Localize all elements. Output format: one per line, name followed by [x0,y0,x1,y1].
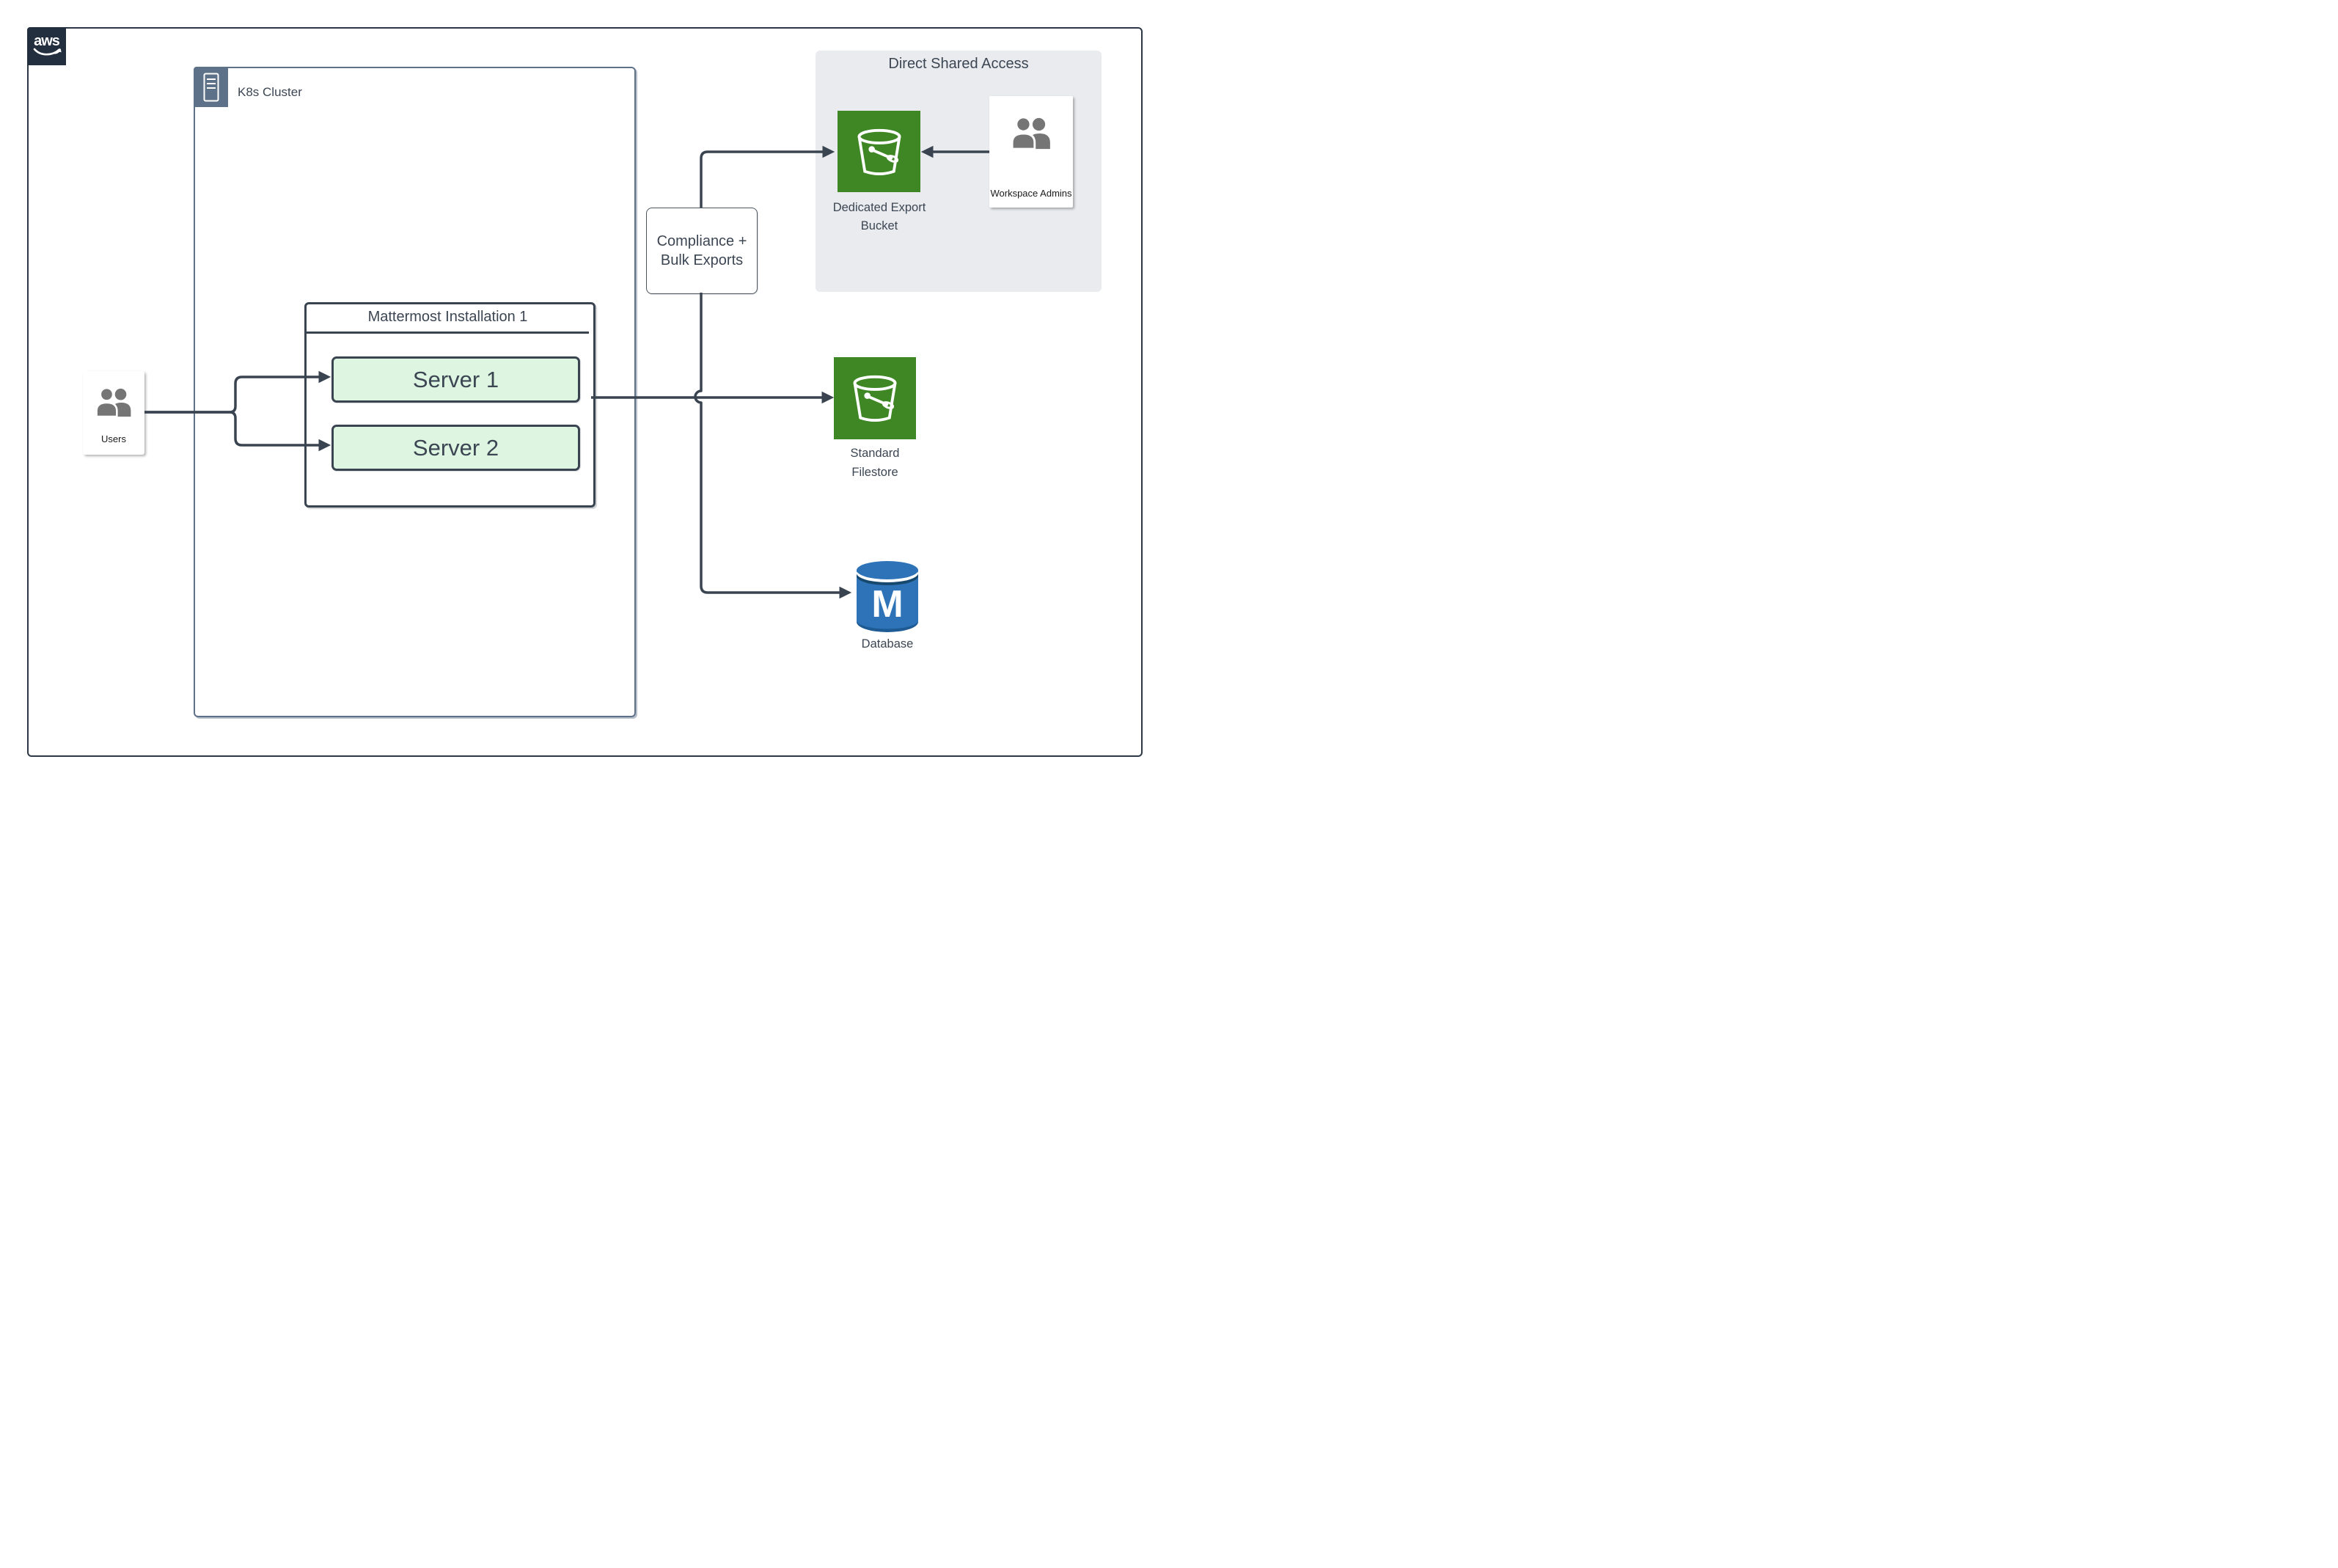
k8s-cluster-tab [194,67,228,107]
server-1-label: Server 1 [412,366,499,392]
users-label: Users [101,433,126,444]
users-node: Users [83,371,144,455]
compliance-label-line2: Bulk Exports [660,252,744,268]
standard-filestore-label-line2: Filestore [851,466,898,479]
compliance-label-line1: Compliance + [656,233,747,249]
database-cylinder-icon: M [857,561,918,632]
dedicated-export-label-line2: Bucket [860,219,898,232]
server-2-label: Server 2 [412,434,499,461]
database-node: M [854,560,920,634]
standard-filestore-label: Standard Filestore [825,444,925,482]
mattermost-title-divider [307,331,589,334]
direct-shared-access-title: Direct Shared Access [888,56,1029,72]
standard-filestore-label-line1: Standard [850,447,900,460]
workspace-admins-node: Workspace Admins [989,96,1073,208]
k8s-cluster-label: K8s Cluster [238,85,302,99]
aws-architecture-diagram: aws K8s Cluster Mattermost Installation … [0,0,1169,784]
server-2-node: Server 2 [331,425,580,471]
database-label: Database [861,637,914,651]
s3-bucket-icon [853,375,897,422]
dedicated-export-bucket-icon [838,111,920,192]
aws-wordmark: aws [34,33,60,49]
users-people-icon [95,387,131,418]
s3-bucket-icon [857,128,901,175]
mattermost-installation-title: Mattermost Installation 1 [367,308,528,325]
workspace-admins-label: Workspace Admins [990,188,1072,199]
database-monogram: M [871,583,903,626]
server-1-node: Server 1 [331,356,580,403]
aws-logo: aws [27,27,66,65]
server-rack-icon [203,73,219,101]
admins-people-icon [1011,117,1050,150]
standard-filestore-icon [834,357,916,439]
dedicated-export-label-line1: Dedicated Export [832,201,926,214]
dedicated-export-bucket-label: Dedicated Export Bucket [820,199,939,235]
compliance-bulk-exports-node: Compliance + Bulk Exports [646,208,758,294]
aws-smile-icon [33,48,62,56]
aws-cloud-frame [27,27,1143,757]
